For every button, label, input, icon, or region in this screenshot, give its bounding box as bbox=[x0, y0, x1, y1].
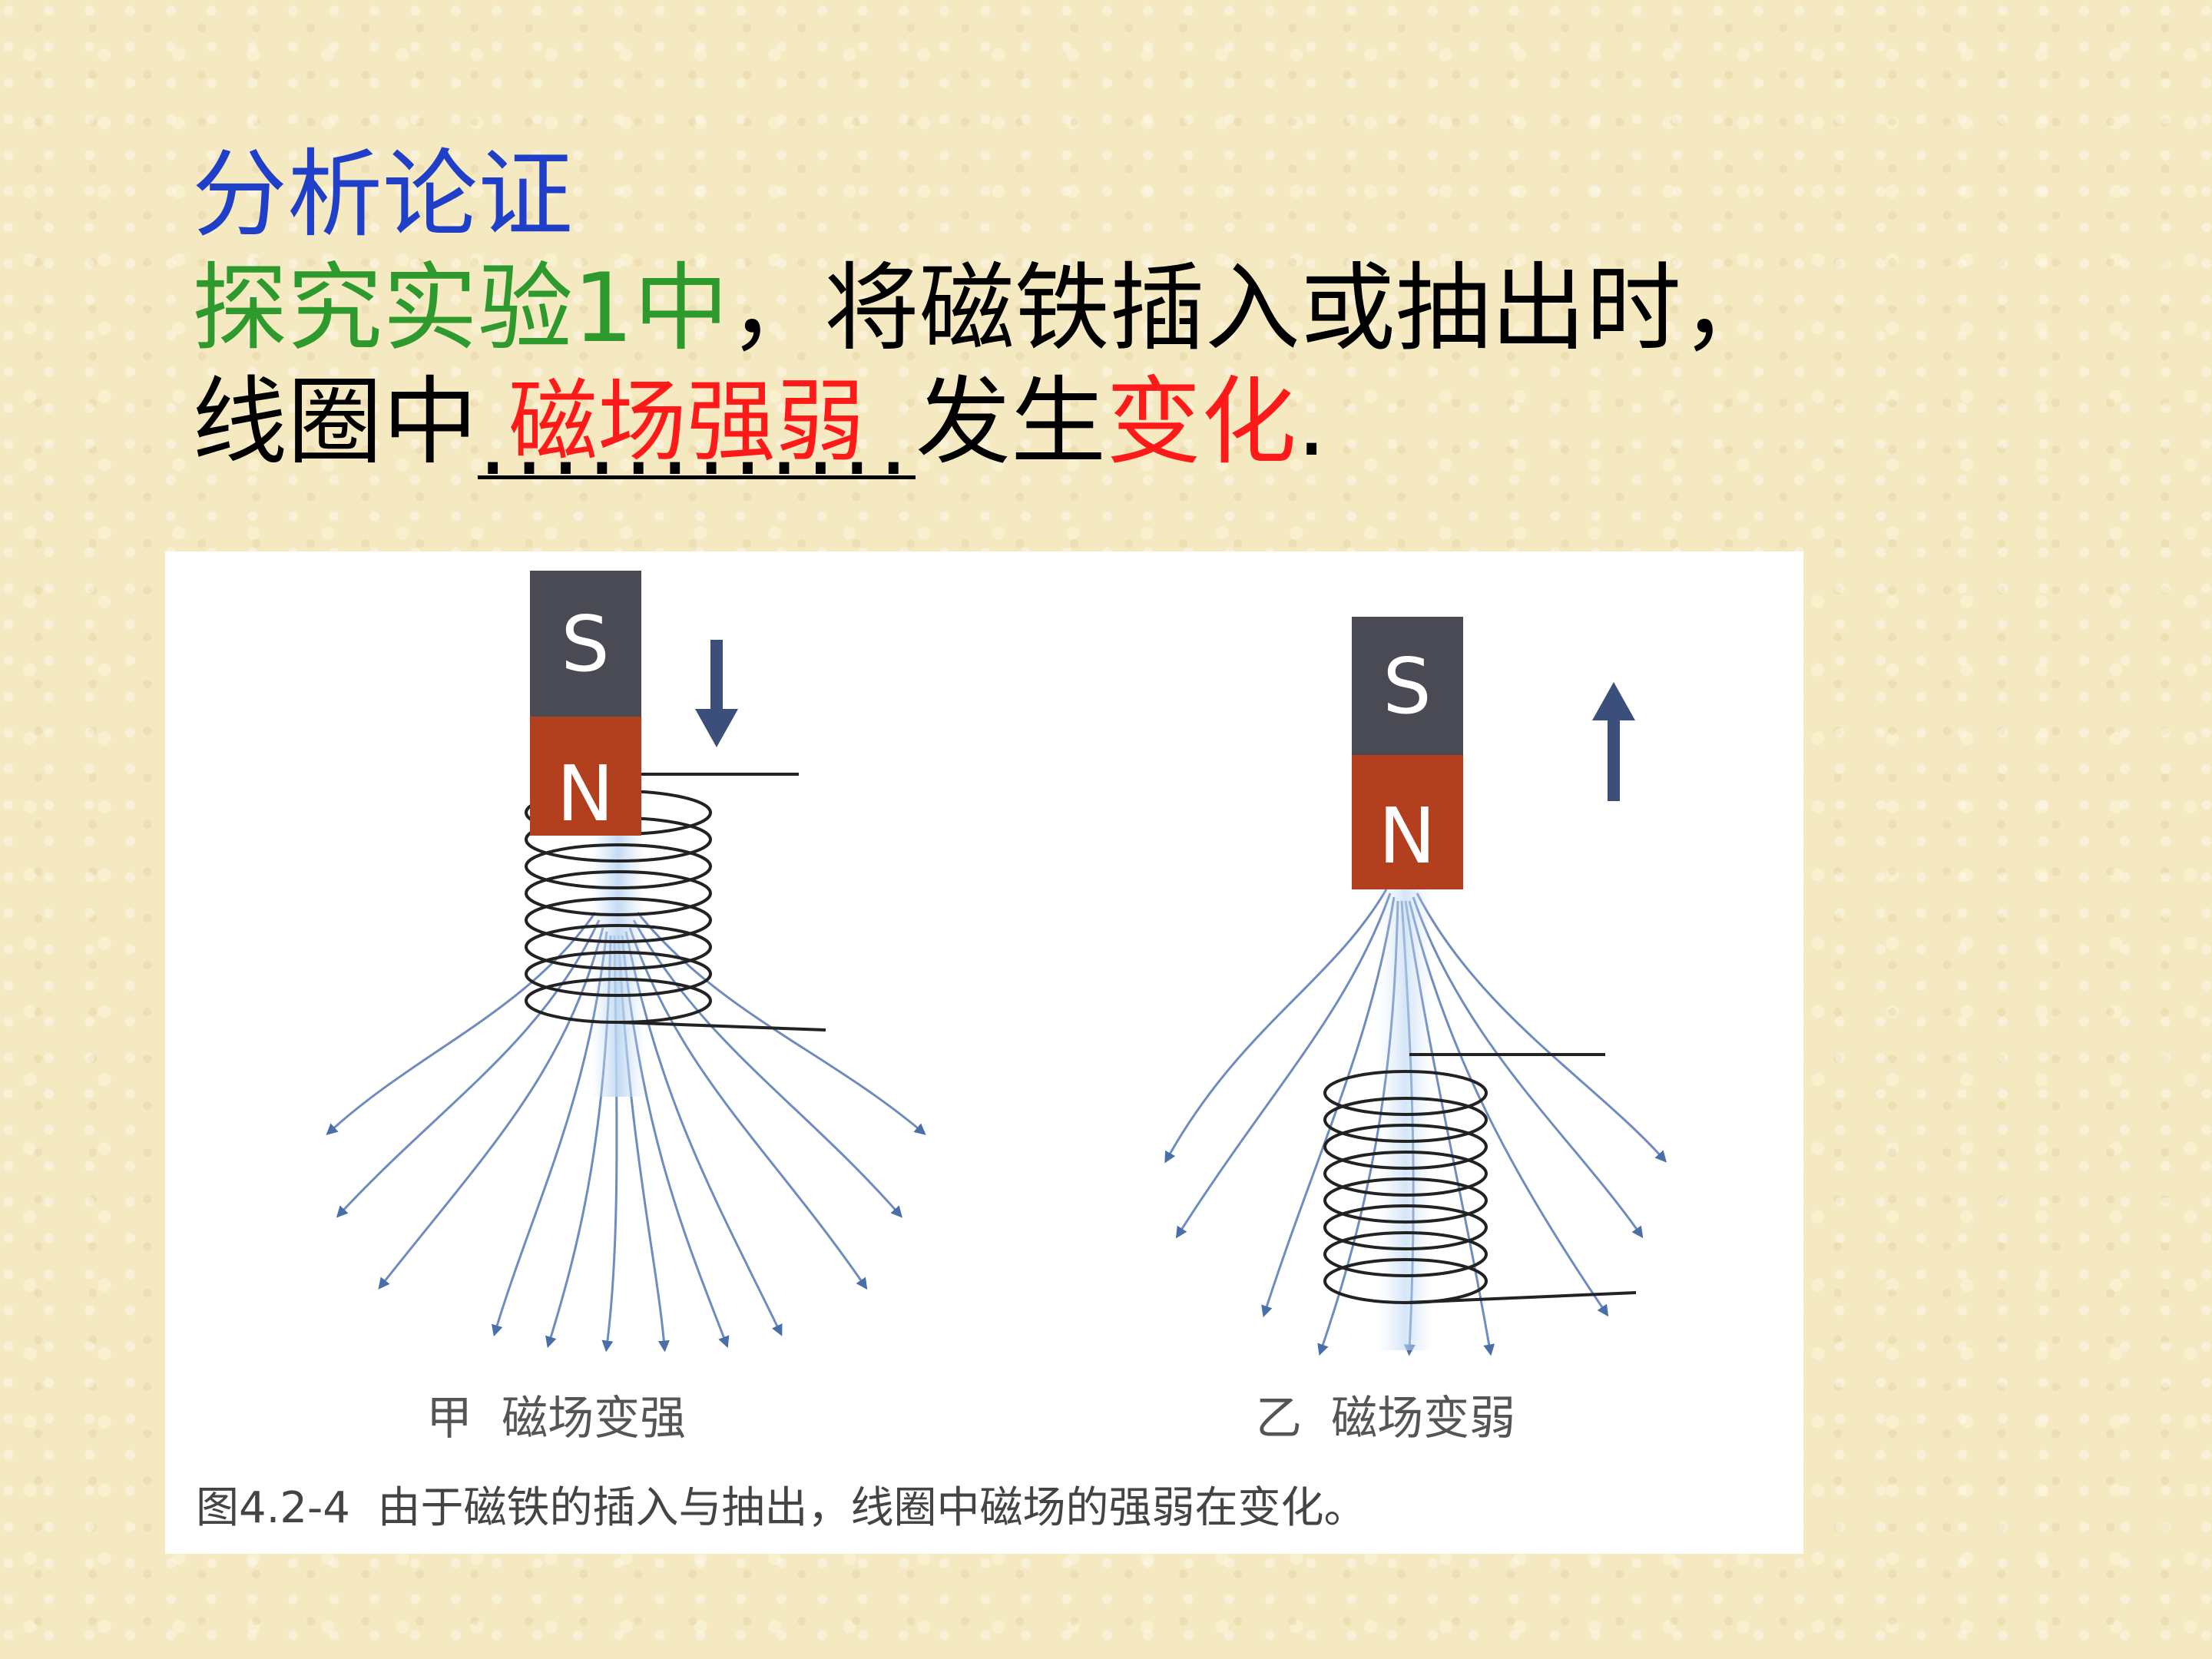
left-magnet-north-label: N bbox=[557, 749, 614, 839]
left-magnet-south bbox=[530, 571, 641, 717]
statement-line-1-rest: ，将磁铁插入或抽出时， bbox=[728, 253, 1777, 364]
right-magnet-north bbox=[1352, 755, 1463, 889]
statement-line-2-suffix: . bbox=[1296, 367, 1327, 478]
right-magnet-north-label: N bbox=[1379, 791, 1436, 881]
fill-in-blank: ...............磁场强弱 bbox=[478, 366, 916, 489]
experiment-reference: 探究实验1中 bbox=[192, 253, 729, 364]
slide-heading: 分析论证 bbox=[192, 140, 574, 250]
right-figure-label: 乙 磁场变弱 bbox=[1256, 1392, 1516, 1445]
down-arrow-icon bbox=[695, 640, 738, 747]
blank-dots: ............... bbox=[478, 394, 916, 489]
blank-answer: 磁场强弱 bbox=[508, 370, 866, 474]
right-magnet-south bbox=[1352, 617, 1463, 755]
up-arrow-icon bbox=[1592, 682, 1635, 801]
left-figure-label: 甲 磁场变强 bbox=[426, 1392, 687, 1445]
left-magnet-north bbox=[530, 717, 641, 836]
slide-text: 分析论证 探究实验1中，将磁铁插入或抽出时， 线圈中..............… bbox=[192, 138, 2035, 489]
statement-line-2-middle: 发生 bbox=[916, 367, 1107, 478]
left-magnet-south-label: S bbox=[561, 599, 609, 689]
figure-caption: 图4.2-4 由于磁铁的插入与抽出，线圈中磁场的强弱在变化。 bbox=[196, 1483, 1367, 1533]
magnet-coil-figure: S N bbox=[165, 551, 1803, 1554]
right-coil bbox=[1323, 1053, 1637, 1304]
emphasis-word: 变化 bbox=[1106, 367, 1297, 478]
statement-line-2-prefix: 线圈中 bbox=[192, 367, 478, 478]
right-magnet-south-label: S bbox=[1382, 641, 1431, 731]
figure-drawing: S N bbox=[326, 571, 1667, 1356]
statement-line-1: 探究实验1中，将磁铁插入或抽出时， bbox=[192, 252, 2035, 366]
left-magnet: S N bbox=[530, 571, 641, 839]
right-magnet: S N bbox=[1352, 617, 1463, 889]
